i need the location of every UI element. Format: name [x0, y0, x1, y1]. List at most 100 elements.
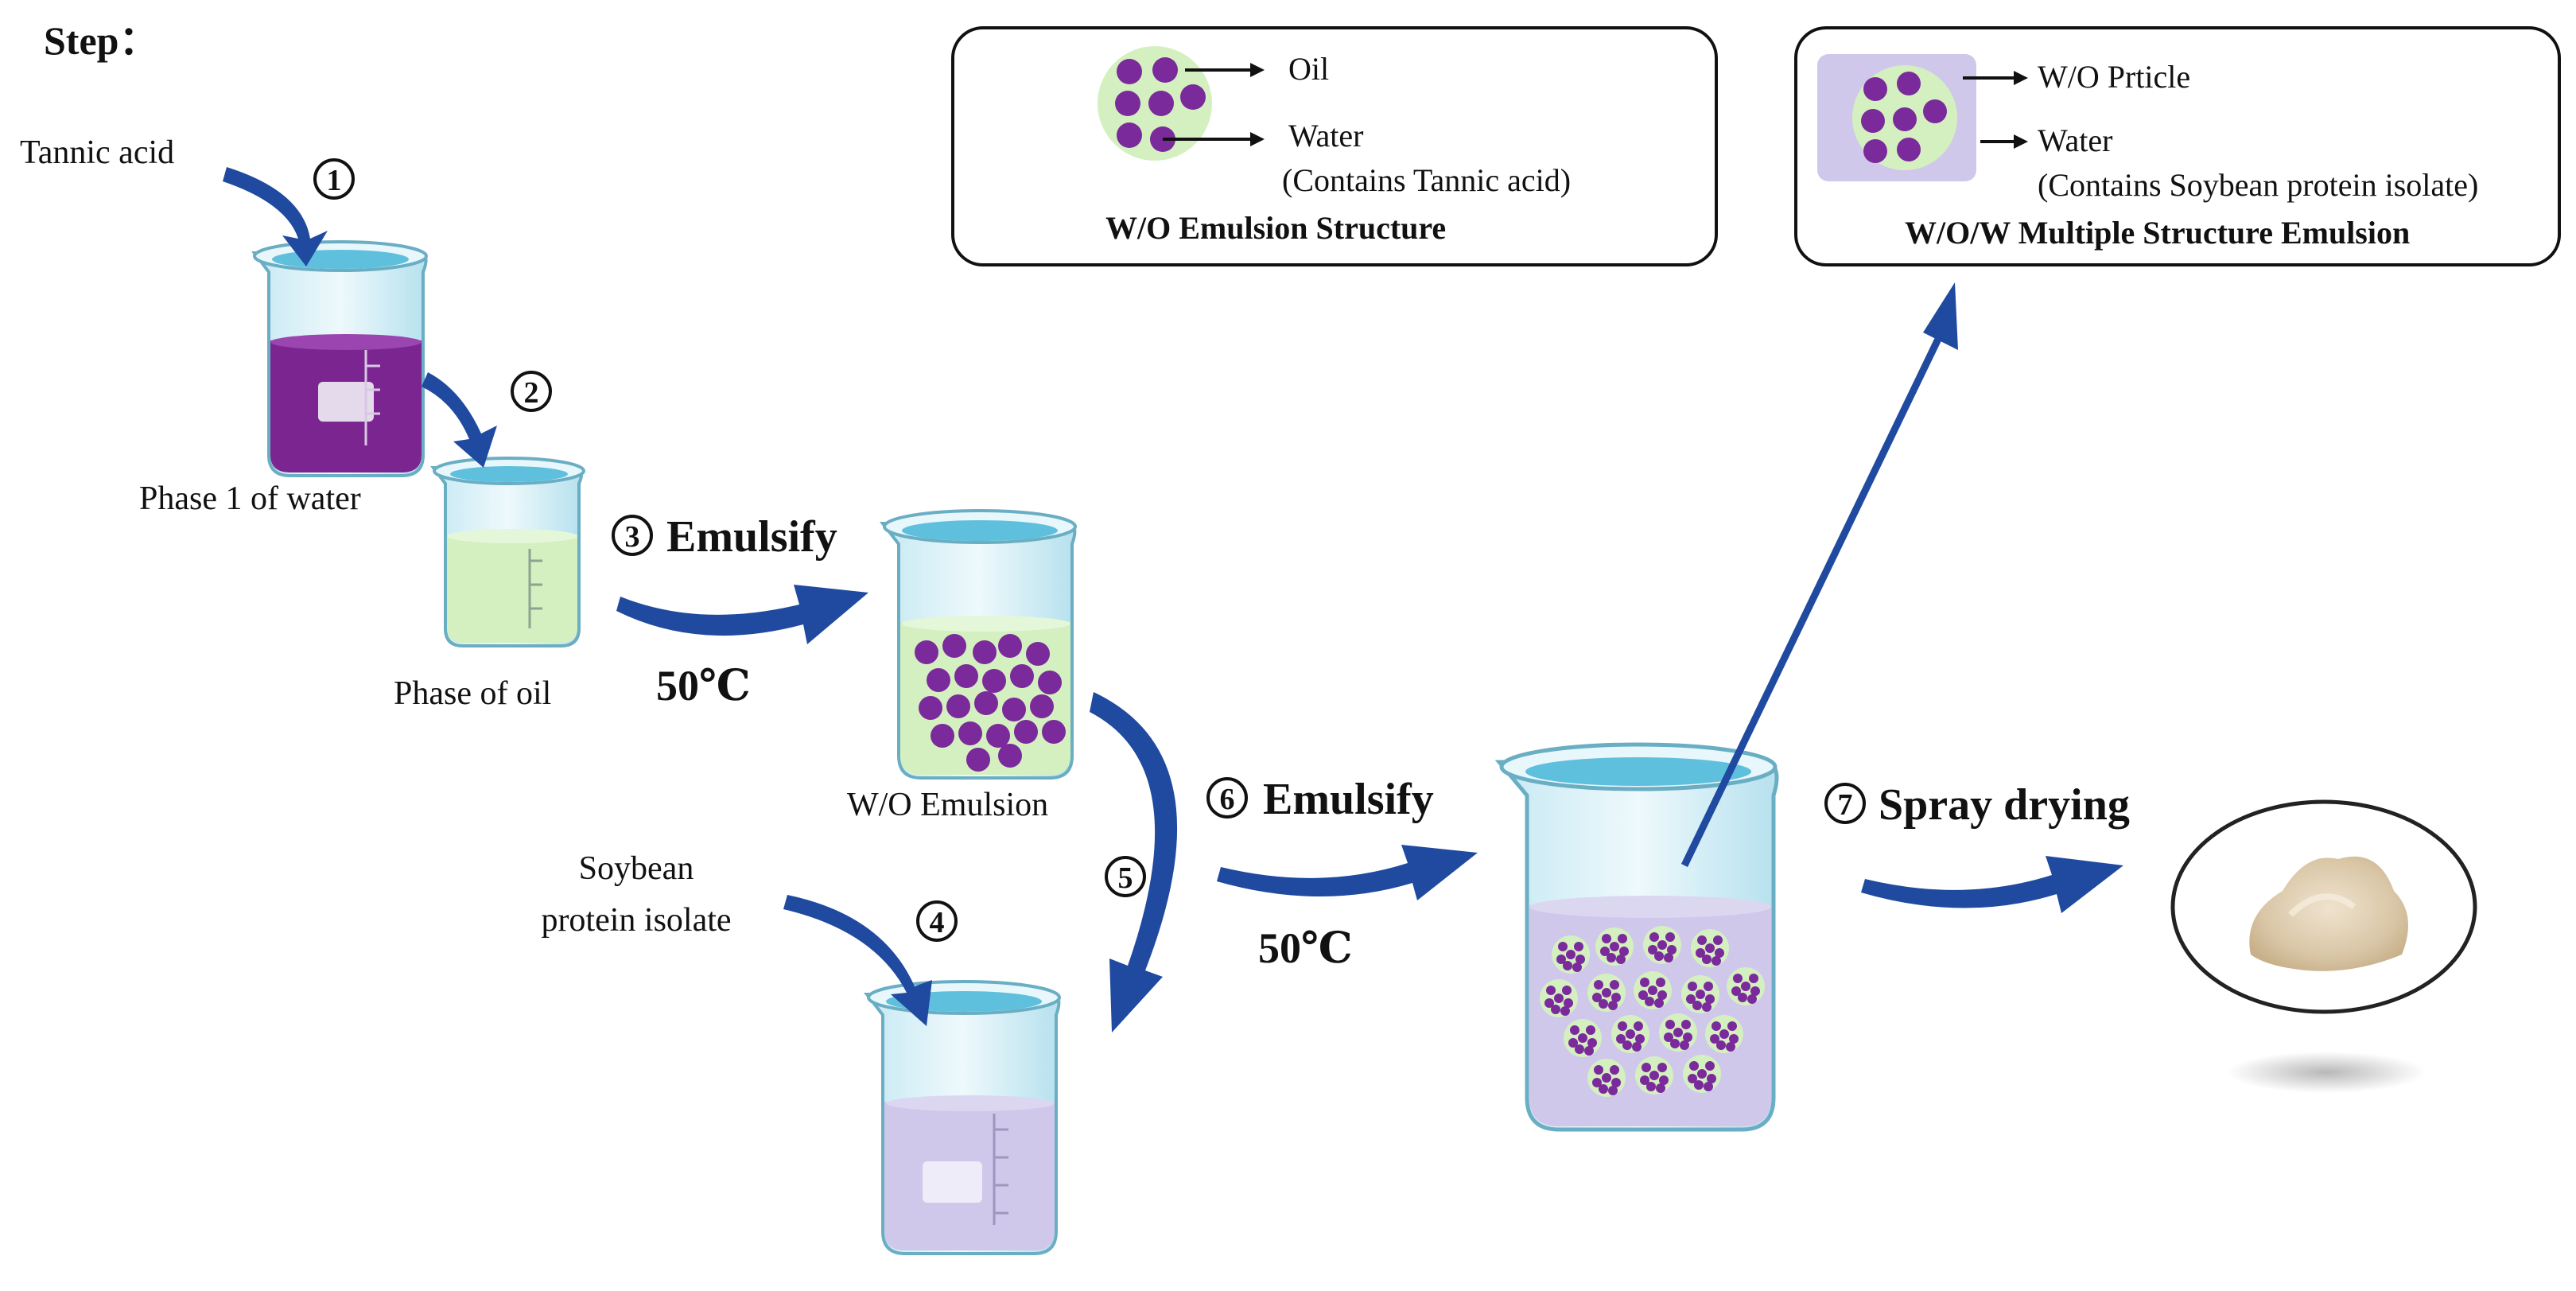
- label-soybean-line2: protein isolate: [541, 902, 731, 939]
- droplet: [1544, 998, 1554, 1008]
- powder-plate: [2170, 799, 2477, 1093]
- droplet: [1923, 99, 1947, 123]
- droplet: [1704, 982, 1713, 991]
- beaker-wo-emulsion: [879, 509, 1077, 780]
- droplet: [1117, 59, 1142, 84]
- droplet: [1002, 698, 1026, 721]
- step-6-label: Emulsify: [1263, 775, 1434, 824]
- droplet: [973, 640, 997, 664]
- droplet: [1574, 942, 1583, 951]
- droplet: [1626, 1029, 1635, 1039]
- droplet: [1649, 932, 1659, 942]
- droplet: [1578, 1033, 1587, 1043]
- droplet: [1611, 1078, 1621, 1087]
- step-3-temp: 50℃: [656, 662, 751, 710]
- droplet: [1648, 986, 1657, 995]
- beaker-soy-protein: [863, 980, 1061, 1255]
- droplet: [1645, 997, 1654, 1006]
- droplet: [1602, 934, 1611, 943]
- droplet: [1659, 1075, 1669, 1085]
- droplet: [1610, 980, 1619, 990]
- droplet: [1657, 990, 1667, 1000]
- droplet: [1705, 994, 1715, 1004]
- svg-text:3: 3: [625, 520, 640, 554]
- droplet: [1551, 1005, 1560, 1014]
- droplet: [1594, 980, 1603, 990]
- droplet: [1673, 1028, 1683, 1037]
- legend-wo-structure: Oil Water (Contains Tannic acid) W/O Emu…: [951, 26, 1718, 266]
- droplet: [1702, 1002, 1712, 1012]
- droplet: [1584, 1046, 1594, 1056]
- droplet: [1038, 671, 1062, 694]
- droplet: [1729, 1034, 1739, 1044]
- arrow-step-7: [1861, 856, 2123, 913]
- droplet: [1646, 1082, 1656, 1091]
- droplet: [1564, 998, 1573, 1008]
- droplet: [1635, 1034, 1645, 1044]
- droplet: [1680, 1040, 1689, 1050]
- arrow-step-6: [1217, 845, 1478, 900]
- droplet: [1681, 1020, 1691, 1029]
- label-phase-oil: Phase of oil: [394, 675, 551, 712]
- process-arrows: [223, 167, 2123, 1032]
- droplet: [1741, 982, 1750, 991]
- droplet: [1611, 993, 1621, 1002]
- droplet: [1712, 956, 1721, 966]
- droplet: [1656, 978, 1665, 987]
- droplet: [1707, 1074, 1716, 1083]
- droplet: [1649, 1071, 1659, 1080]
- droplet: [1607, 953, 1616, 962]
- droplet: [1599, 999, 1608, 1009]
- droplet: [1117, 122, 1142, 148]
- droplet: [1705, 943, 1715, 953]
- droplet: [1689, 1061, 1699, 1071]
- droplet: [1664, 953, 1673, 962]
- droplet: [1705, 1061, 1715, 1071]
- droplet: [998, 634, 1022, 658]
- droplet: [1562, 986, 1572, 995]
- droplet: [1716, 1040, 1726, 1050]
- droplet: [1697, 1069, 1707, 1079]
- label-wo-emulsion: W/O Emulsion: [847, 787, 1048, 823]
- droplet: [931, 724, 954, 748]
- legend-wo-title: W/O Emulsion Structure: [1105, 210, 1446, 246]
- legend-wo-oil: Oil: [1288, 51, 1329, 87]
- droplet: [1667, 945, 1677, 955]
- droplet: [1602, 988, 1611, 997]
- step-2-badge: 2: [511, 371, 552, 412]
- droplet: [1576, 955, 1585, 964]
- droplet: [1608, 1001, 1618, 1010]
- droplet: [1619, 947, 1629, 956]
- droplet: [1546, 986, 1556, 995]
- step-6-badge: 6: [1206, 777, 1248, 819]
- legend-wow-title: W/O/W Multiple Structure Emulsion: [1905, 215, 2410, 251]
- droplet: [1670, 1039, 1680, 1048]
- droplet: [1618, 934, 1627, 943]
- droplet: [1010, 664, 1034, 688]
- legend-wow-water: Water: [2038, 122, 2113, 158]
- beaker-wow-emulsion: [1494, 742, 1779, 1132]
- page-title: Step：: [44, 18, 158, 63]
- legend-wo-water: Water: [1288, 118, 1364, 154]
- svg-text:1: 1: [327, 164, 342, 197]
- droplet: [1610, 1065, 1619, 1075]
- droplet: [1897, 72, 1921, 95]
- droplet: [998, 744, 1022, 768]
- droplet: [1563, 961, 1572, 970]
- droplet: [1560, 1006, 1570, 1016]
- droplet: [1026, 642, 1050, 666]
- droplet: [1115, 91, 1140, 116]
- droplet: [1558, 942, 1568, 951]
- droplet: [1634, 1021, 1643, 1031]
- droplet: [1747, 994, 1757, 1004]
- droplet: [1618, 1021, 1627, 1031]
- droplet: [1638, 990, 1648, 1000]
- droplet: [1688, 982, 1697, 991]
- droplet: [1683, 1032, 1692, 1042]
- droplet: [1610, 942, 1619, 951]
- droplet: [1014, 720, 1038, 744]
- droplet: [1586, 1025, 1595, 1035]
- step-7-badge: 7: [1824, 783, 1866, 824]
- droplet: [1710, 1034, 1719, 1044]
